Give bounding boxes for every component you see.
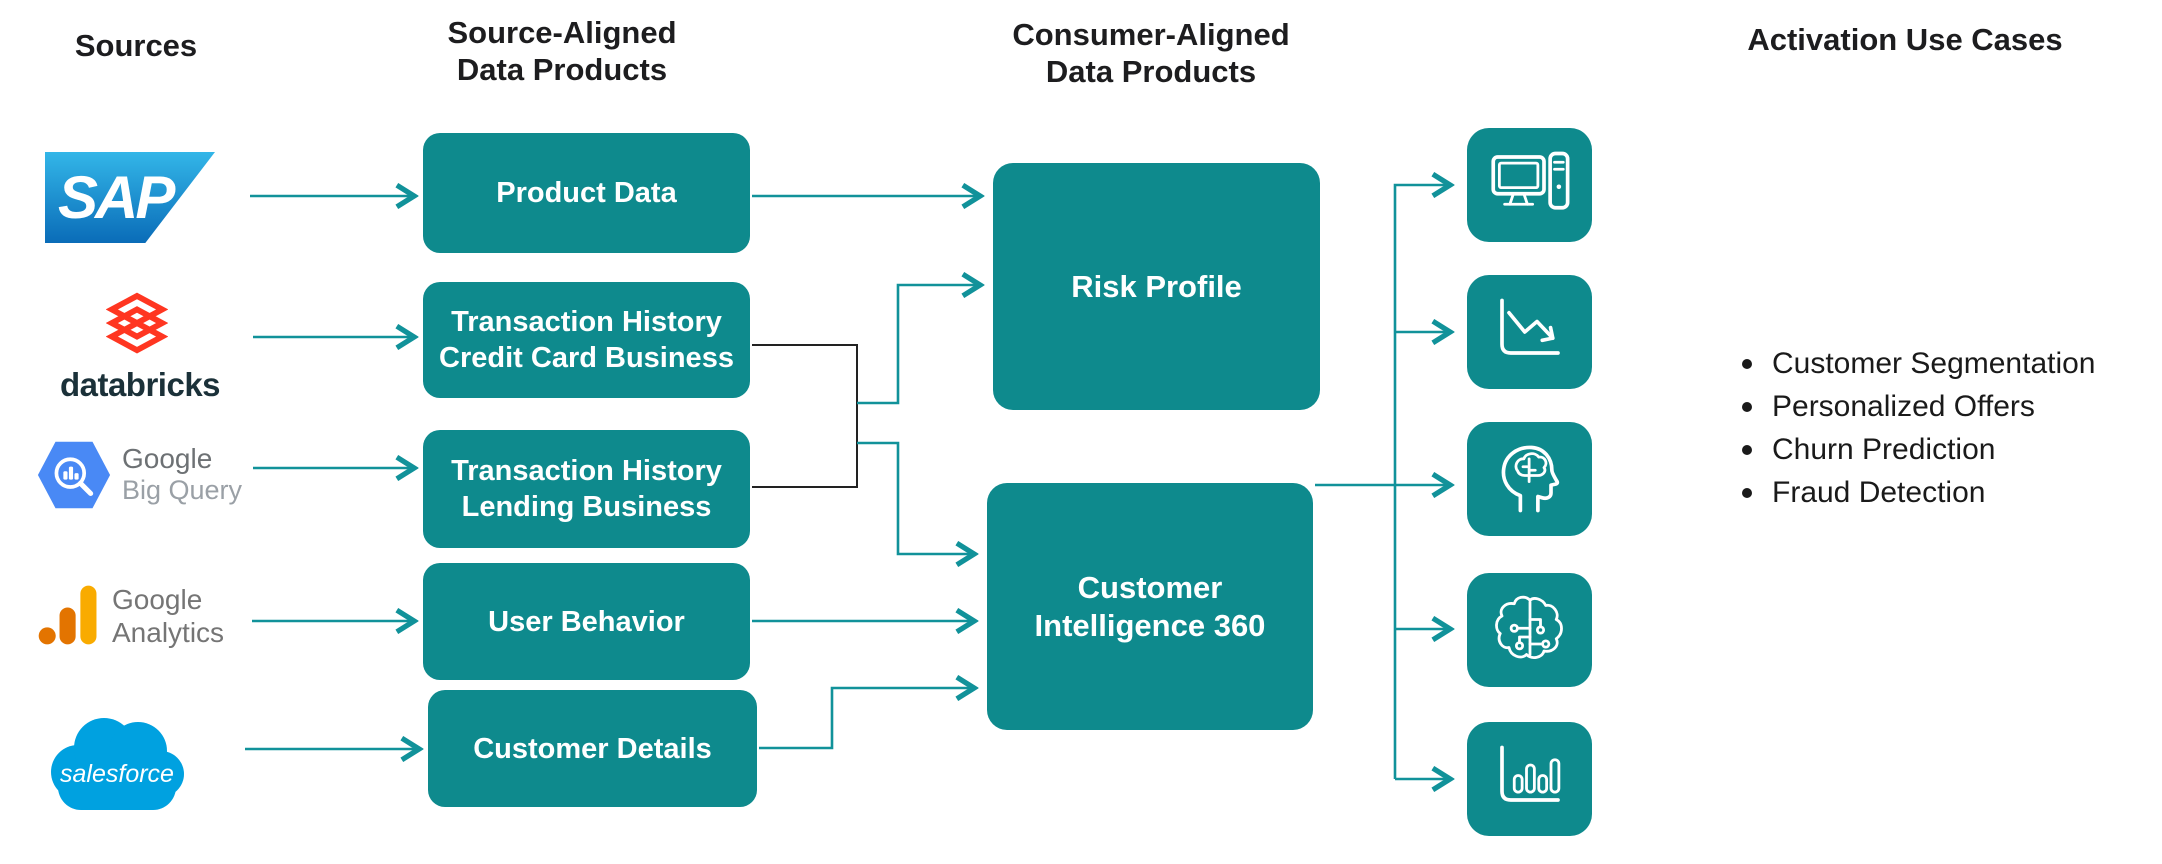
arrow-customer-details-to-ci360 (759, 688, 972, 750)
trend-down-chart-icon (1499, 298, 1560, 355)
ai-circuit-brain-icon (1494, 595, 1563, 659)
header-consumer-aligned-line2: Data Products (1045, 54, 1257, 89)
bigquery-product-text: Big Query (122, 475, 243, 505)
bar-chart-icon (1499, 745, 1560, 802)
box-risk-profile: Risk Profile (993, 163, 1320, 410)
use-case-label: Personalized Offers (1772, 389, 2035, 423)
box-transaction-history-credit-card: Transaction History Credit Card Business (423, 282, 750, 398)
google-analytics-wordmark: Google Analytics (112, 583, 224, 649)
box-transaction-lending-label: Transaction History Lending Business (451, 455, 722, 523)
column-header-activation: Activation Use Cases (1745, 21, 2065, 58)
databricks-icon (105, 290, 169, 358)
use-case-item: Churn Prediction (1742, 428, 2096, 471)
bullet-icon (1742, 444, 1752, 455)
bullet-icon (1742, 358, 1752, 369)
box-customer-details: Customer Details (428, 690, 757, 807)
tile-desktop-computer (1467, 128, 1592, 242)
box-user-behavior-label: User Behavior (488, 605, 685, 638)
arrow-merge-to-risk-profile (857, 285, 978, 405)
sap-logo-text: SAP (58, 163, 175, 231)
use-case-item: Customer Segmentation (1742, 342, 2096, 385)
salesforce-wordmark: salesforce (60, 760, 174, 788)
header-source-aligned-line2: Data Products (456, 52, 668, 87)
tile-ai-circuit-brain (1467, 573, 1592, 687)
databricks-wordmark: databricks (59, 366, 221, 403)
header-sources-text: Sources (74, 28, 198, 63)
box-ci360-label-line2: Intelligence 360 (1034, 607, 1266, 643)
use-case-label: Churn Prediction (1772, 432, 1996, 466)
header-activation-text: Activation Use Cases (1747, 22, 2063, 57)
use-case-label: Fraud Detection (1772, 475, 1986, 509)
bigquery-icon (37, 438, 111, 512)
arrow-fanout-to-desktop-tile (1393, 185, 1448, 779)
header-consumer-aligned-line1: Consumer-Aligned (1012, 17, 1290, 52)
use-case-item: Fraud Detection (1742, 471, 2096, 514)
salesforce-logo: salesforce (42, 706, 192, 814)
tile-trend-down-chart (1467, 275, 1592, 389)
box-product-data: Product Data (423, 133, 750, 253)
use-case-label: Customer Segmentation (1772, 346, 2096, 380)
box-user-behavior: User Behavior (423, 563, 750, 680)
column-header-source-aligned: Source-Aligned Data Products (412, 14, 712, 88)
column-header-consumer-aligned: Consumer-Aligned Data Products (1001, 16, 1301, 90)
tile-human-head-brain (1467, 422, 1592, 536)
human-head-brain-icon (1501, 445, 1559, 513)
box-ci360-label-line1: Customer (1077, 569, 1223, 605)
desktop-computer-icon (1490, 151, 1569, 210)
box-transaction-history-lending: Transaction History Lending Business (423, 430, 750, 548)
sap-logo: SAP (45, 152, 215, 243)
header-source-aligned-line1: Source-Aligned (447, 15, 677, 50)
bullet-icon (1742, 401, 1752, 412)
box-transaction-credit-label: Transaction History Credit Card Business (439, 306, 734, 374)
column-header-sources: Sources (36, 27, 236, 64)
use-case-list: Customer Segmentation Personalized Offer… (1742, 342, 2096, 514)
box-product-data-label: Product Data (496, 177, 677, 209)
use-case-item: Personalized Offers (1742, 385, 2096, 428)
bigquery-wordmark: Google Big Query (122, 442, 242, 506)
box-risk-profile-label: Risk Profile (1071, 268, 1242, 304)
analytics-product-text: Analytics (112, 617, 225, 648)
arrow-merge-to-ci360 (857, 441, 972, 554)
tile-bar-chart (1467, 722, 1592, 836)
analytics-brand-text: Google (112, 584, 203, 615)
box-customer-details-label: Customer Details (473, 732, 712, 765)
google-analytics-icon (33, 580, 105, 652)
box-customer-intelligence-360: Customer Intelligence 360 (987, 483, 1313, 730)
bigquery-brand-text: Google (122, 443, 213, 474)
bracket-transaction-merge (752, 344, 858, 488)
bullet-icon (1742, 487, 1752, 498)
